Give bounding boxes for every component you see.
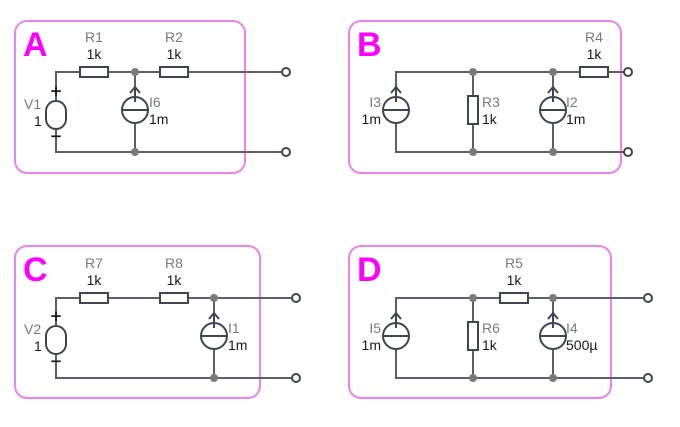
resistor-r8	[159, 292, 189, 304]
r1-name: R1	[85, 29, 103, 45]
node-dot	[131, 68, 139, 76]
r4-name: R4	[585, 29, 603, 45]
i2-value: 1m	[566, 111, 585, 127]
r3-value: 1k	[482, 111, 498, 127]
circuit-d: D I5 1m R6 1k R5 1k I4 500µ	[348, 245, 653, 399]
terminal-bottom	[281, 147, 291, 157]
resistor-r5	[499, 292, 529, 304]
current-source-i4	[539, 311, 567, 350]
circuit-c-wires	[55, 297, 296, 379]
circuit-d-label: D	[357, 251, 382, 289]
minus-sign: −	[50, 352, 63, 370]
resistor-r6	[467, 321, 479, 351]
node-dot	[549, 68, 557, 76]
resistor-r1	[79, 66, 109, 78]
i1-name: I1	[228, 320, 240, 336]
resistor-r3	[467, 95, 479, 125]
circuit-d-frame	[348, 245, 612, 399]
circuit-b: B I3 1m R3 1k I2 1m R4 1k	[348, 20, 633, 174]
i2-name: I2	[566, 94, 578, 110]
node-dot	[131, 148, 139, 156]
voltage-source-v1: + −	[45, 82, 67, 145]
terminal-bottom	[643, 373, 653, 383]
terminal-top	[623, 67, 633, 77]
node-dot	[469, 68, 477, 76]
i5-name: I5	[369, 320, 381, 336]
node-dot	[210, 374, 218, 382]
current-source-i1	[200, 311, 228, 350]
i3-name: I3	[369, 94, 381, 110]
circuit-c-frame	[14, 245, 261, 399]
r3-name: R3	[482, 94, 500, 110]
v2-value: 1	[34, 338, 42, 354]
r6-name: R6	[482, 320, 500, 336]
circuit-b-wires	[395, 71, 628, 153]
terminal-top	[643, 293, 653, 303]
r7-name: R7	[85, 255, 103, 271]
r2-value: 1k	[167, 46, 183, 62]
r1-value: 1k	[87, 46, 103, 62]
i6-value: 1m	[149, 111, 168, 127]
circuit-a-label: A	[23, 26, 48, 64]
resistor-r7	[79, 292, 109, 304]
node-dot	[549, 374, 557, 382]
node-dot	[549, 294, 557, 302]
i4-value: 500µ	[566, 337, 597, 353]
terminal-bottom	[623, 147, 633, 157]
node-dot	[469, 374, 477, 382]
r6-value: 1k	[482, 337, 498, 353]
circuit-a-wires	[55, 71, 286, 153]
r8-value: 1k	[167, 272, 183, 288]
r8-name: R8	[165, 255, 183, 271]
resistor-r2	[159, 66, 189, 78]
r5-value: 1k	[507, 272, 523, 288]
i5-value: 1m	[362, 337, 381, 353]
circuit-c: C + − V2 1 R7 1k R8 1k I1 1m	[14, 245, 301, 399]
current-source-i3	[382, 85, 410, 124]
r5-name: R5	[505, 255, 523, 271]
plus-sign: +	[50, 307, 63, 325]
r2-name: R2	[165, 29, 183, 45]
v2-name: V2	[24, 321, 41, 337]
node-dot	[469, 294, 477, 302]
plus-sign: +	[50, 82, 63, 100]
i6-name: I6	[149, 94, 161, 110]
minus-sign: −	[50, 127, 63, 145]
i1-value: 1m	[228, 337, 247, 353]
node-dot	[210, 294, 218, 302]
circuit-b-frame	[348, 20, 622, 174]
current-source-i2	[539, 85, 567, 124]
terminal-top	[281, 67, 291, 77]
circuit-a-frame	[14, 20, 246, 174]
resistor-r4	[579, 66, 609, 78]
v1-name: V1	[24, 96, 41, 112]
circuit-b-label: B	[357, 26, 382, 64]
i3-value: 1m	[362, 111, 381, 127]
circuit-a: A + − V1 1 R1 1k R2 1k I6 1m	[14, 20, 291, 174]
circuit-c-label: C	[23, 251, 48, 289]
r7-value: 1k	[87, 272, 103, 288]
node-dot	[549, 148, 557, 156]
node-dot	[469, 148, 477, 156]
current-source-i6	[121, 85, 149, 124]
terminal-bottom	[291, 373, 301, 383]
circuit-d-wires	[395, 297, 648, 379]
terminal-top	[291, 293, 301, 303]
current-source-i5	[382, 311, 410, 350]
voltage-source-v2: + −	[45, 307, 67, 370]
i4-name: I4	[566, 320, 578, 336]
v1-value: 1	[34, 113, 42, 129]
r4-value: 1k	[587, 46, 603, 62]
